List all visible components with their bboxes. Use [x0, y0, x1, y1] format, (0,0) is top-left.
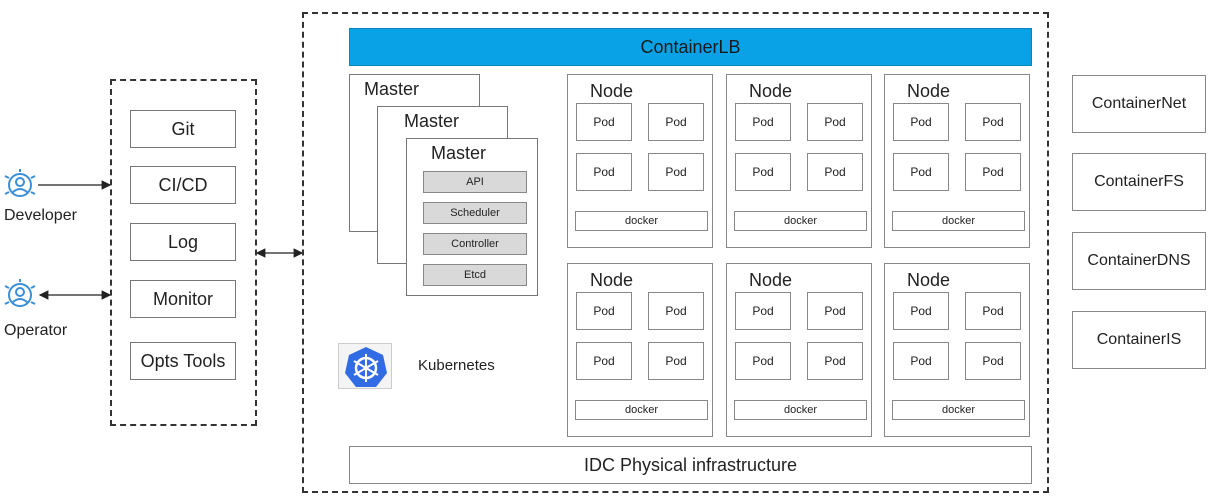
master-scheduler: Scheduler — [423, 202, 527, 224]
tool-log: Log — [130, 223, 236, 261]
docker-bar: docker — [734, 400, 867, 420]
kubernetes-label: Kubernetes — [418, 357, 495, 374]
containerlb-bar: ContainerLB — [349, 28, 1032, 66]
docker-bar: docker — [892, 211, 1025, 231]
docker-bar: docker — [734, 211, 867, 231]
tools-panel — [110, 79, 257, 426]
docker-bar: docker — [892, 400, 1025, 420]
pod-box: Pod — [965, 103, 1021, 141]
node-title: Node — [590, 270, 634, 290]
pod-box: Pod — [576, 153, 632, 191]
pod-box: Pod — [893, 342, 949, 380]
node-title: Node — [907, 270, 951, 290]
master-title: Master — [364, 79, 420, 99]
master-api: API — [423, 171, 527, 193]
master-controller: Controller — [423, 233, 527, 255]
tool-monitor: Monitor — [130, 280, 236, 318]
pod-box: Pod — [965, 292, 1021, 330]
pod-box: Pod — [648, 342, 704, 380]
developer-icon — [2, 168, 38, 204]
pod-box: Pod — [893, 153, 949, 191]
docker-bar: docker — [575, 400, 708, 420]
pod-box: Pod — [893, 292, 949, 330]
master-title: Master — [431, 143, 487, 163]
pod-box: Pod — [576, 292, 632, 330]
pod-box: Pod — [735, 342, 791, 380]
master-front: Master API Scheduler Controller Etcd — [406, 138, 538, 296]
pod-box: Pod — [735, 292, 791, 330]
pod-box: Pod — [648, 292, 704, 330]
tool-cicd: CI/CD — [130, 166, 236, 204]
pod-box: Pod — [893, 103, 949, 141]
pod-box: Pod — [735, 103, 791, 141]
pod-box: Pod — [735, 153, 791, 191]
operator-label: Operator — [4, 322, 68, 339]
tool-git: Git — [130, 110, 236, 148]
service-containerfs: ContainerFS — [1072, 153, 1206, 211]
service-containerdns: ContainerDNS — [1072, 232, 1206, 290]
cluster-boundary — [302, 12, 1049, 493]
developer-label: Developer — [4, 207, 77, 224]
master-title: Master — [404, 111, 460, 131]
operator-icon — [2, 278, 38, 314]
pod-box: Pod — [965, 153, 1021, 191]
tool-opts: Opts Tools — [130, 342, 236, 380]
master-etcd: Etcd — [423, 264, 527, 286]
pod-box: Pod — [648, 153, 704, 191]
pod-box: Pod — [648, 103, 704, 141]
node-title: Node — [907, 81, 951, 101]
service-containeris: ContainerIS — [1072, 311, 1206, 369]
pod-box: Pod — [807, 103, 863, 141]
idc-infrastructure: IDC Physical infrastructure — [349, 446, 1032, 484]
pod-box: Pod — [807, 342, 863, 380]
pod-box: Pod — [965, 342, 1021, 380]
docker-bar: docker — [575, 211, 708, 231]
pod-box: Pod — [576, 103, 632, 141]
kubernetes-logo-icon — [338, 343, 392, 389]
pod-box: Pod — [807, 153, 863, 191]
node-title: Node — [590, 81, 634, 101]
pod-box: Pod — [807, 292, 863, 330]
node-title: Node — [749, 81, 793, 101]
pod-box: Pod — [576, 342, 632, 380]
node-title: Node — [749, 270, 793, 290]
service-containernet: ContainerNet — [1072, 75, 1206, 133]
